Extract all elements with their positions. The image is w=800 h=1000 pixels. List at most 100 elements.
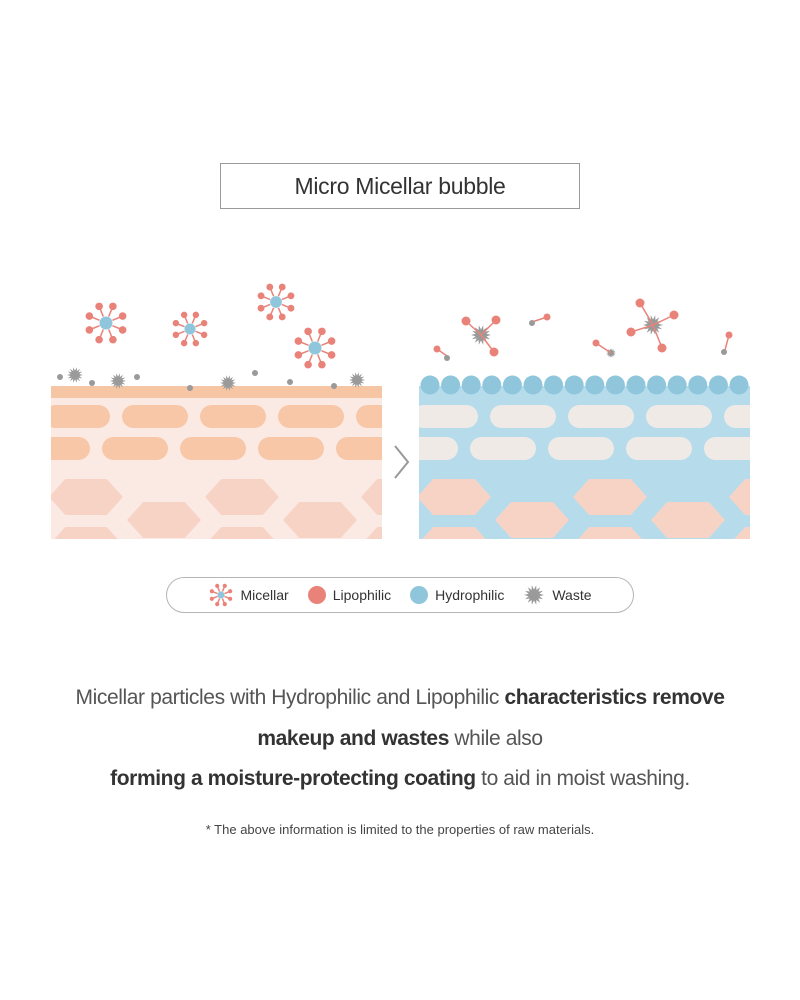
waste-particle (524, 585, 545, 605)
deep-skin-cell (729, 479, 750, 515)
waste-dot (529, 320, 535, 326)
waste-icon (524, 585, 545, 605)
skin-cell (278, 405, 344, 428)
micelle (85, 302, 127, 344)
lipophilic-head (635, 298, 645, 308)
lipophilic-head (109, 335, 117, 344)
deep-skin-cell (361, 479, 382, 515)
title-box: Micro Micellar bubble (220, 163, 580, 209)
deep-skin-cell (283, 502, 357, 538)
chevron-right-icon (394, 445, 410, 479)
micelle (172, 311, 208, 347)
skin-cell (102, 437, 168, 460)
hydrophilic-coating-bead (502, 375, 522, 395)
lipophilic-icon (307, 586, 326, 604)
lipophilic-head (257, 292, 265, 300)
hydrophilic-coating-bead (441, 375, 461, 395)
hydrophilic-core (270, 296, 282, 308)
footnote: * The above information is limited to th… (205, 822, 595, 837)
lipophilic-head (228, 596, 233, 601)
lipophilic-head (210, 596, 215, 601)
lipophilic-head (327, 337, 336, 345)
lipophilic-head (592, 339, 600, 347)
skin-cell (51, 437, 90, 460)
lipophilic-head (172, 319, 180, 327)
hydrophilic-coating-bead (688, 375, 708, 395)
lipophilic-head (95, 302, 103, 311)
deep-skin-cell (0, 502, 45, 538)
micelle (210, 583, 233, 607)
lipophilic-head (172, 331, 180, 339)
hydrophilic-coating-bead (564, 375, 584, 395)
deep-skin-cell (419, 479, 491, 515)
skin-cell (724, 405, 750, 428)
lipophilic-head (543, 313, 551, 321)
lipophilic-head (200, 319, 208, 327)
hydrophilic-core (308, 341, 322, 355)
lipophilic-head (278, 313, 286, 321)
lipophilic-head (192, 311, 200, 319)
hydrophilic-coating-bead (708, 375, 728, 395)
legend-label: Micellar (240, 587, 289, 603)
hydrophilic-coating-bead (667, 375, 687, 395)
lipophilic-head (266, 313, 274, 321)
hydrophilic-core (217, 591, 226, 599)
hydrophilic-coating-bead (544, 375, 564, 395)
skin-cell (258, 437, 324, 460)
lipophilic-head (257, 304, 265, 312)
waste-dot (287, 379, 293, 385)
description-text: to aid in moist washing. (475, 767, 690, 790)
lipophilic-head (294, 337, 303, 345)
description-line-2: makeup and wastes while also (0, 727, 800, 751)
waste-dot (89, 380, 95, 386)
particles-before (57, 283, 365, 391)
lipophilic-head (180, 339, 188, 347)
lipophilic-head (266, 283, 274, 291)
skin-cell (646, 405, 712, 428)
description-bold: characteristics remove (504, 686, 725, 709)
deep-skin-cell (51, 479, 123, 515)
lipophilic-head (669, 310, 679, 320)
lipophilic-head (109, 302, 117, 311)
waste-particle (220, 375, 236, 391)
skin-cell (51, 405, 110, 428)
deep-skin-cell (422, 527, 486, 539)
lipophilic-head (223, 602, 228, 607)
lipophilic-head (287, 292, 295, 300)
deep-skin-cell (205, 479, 279, 515)
description-line-1: Micellar particles with Hydrophilic and … (0, 686, 800, 710)
waste-dot (252, 370, 258, 376)
deep-skin-cell (54, 527, 118, 539)
skin-cell (470, 437, 536, 460)
skin-cell (419, 437, 458, 460)
lipophilic-head (118, 312, 127, 320)
lipophilic-head (626, 327, 636, 337)
legend-item-hydrophilic: Hydrophilic (409, 585, 504, 605)
waste-dot (444, 355, 450, 361)
deep-skin-cell (578, 527, 642, 539)
micelle (257, 283, 295, 321)
waste-particle (110, 373, 126, 389)
lipophilic-head (210, 589, 215, 594)
hydrophilic-coating-bead (523, 375, 543, 395)
legend-label: Hydrophilic (435, 587, 505, 603)
skin-before (0, 386, 382, 539)
deep-skin-cell (366, 527, 382, 539)
hydrophilic-coating-bead (420, 375, 440, 395)
hydrophilic-coating-bead (482, 375, 502, 395)
hydrophilic-coating-bead (647, 375, 667, 395)
skin-cell (356, 405, 382, 428)
lipophilic-head (433, 345, 441, 353)
skin-cell (200, 405, 266, 428)
waste-dot (331, 383, 337, 389)
skin-cell (490, 405, 556, 428)
waste-dot (721, 349, 727, 355)
lipophilic-head (200, 331, 208, 339)
lipophilic-head (318, 360, 326, 369)
hydrophilic-core (184, 323, 196, 335)
hydrophilic-coating-bead (605, 375, 625, 395)
micellar-icon (210, 583, 233, 607)
legend-label: Waste (552, 587, 592, 603)
skin-cell (568, 405, 634, 428)
